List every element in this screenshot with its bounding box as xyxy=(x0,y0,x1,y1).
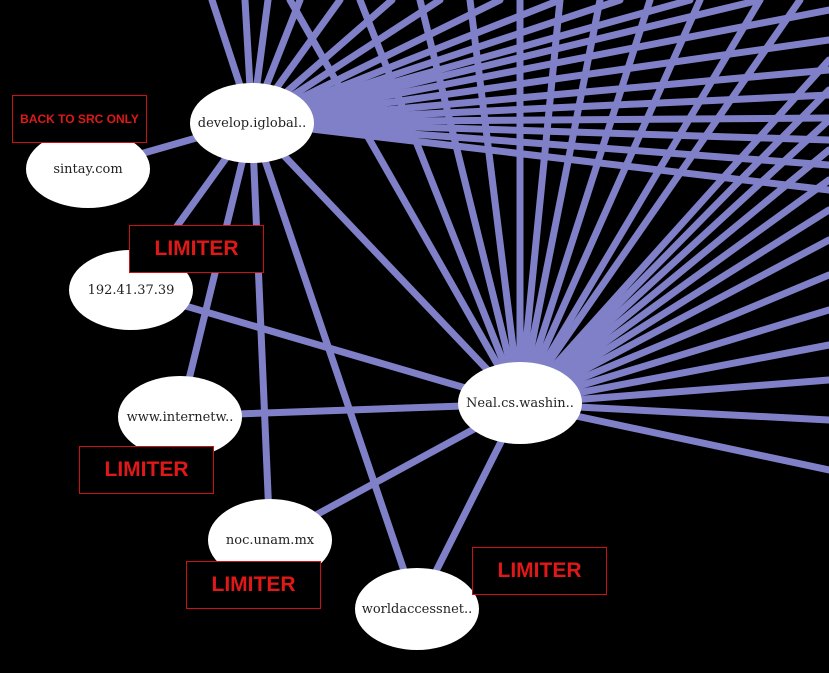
limiter-button-unam[interactable]: LIMITER xyxy=(186,561,321,609)
node-label: worldaccessnet.. xyxy=(361,601,473,617)
graph-edge xyxy=(127,286,524,408)
graph-edge xyxy=(516,0,604,408)
graph-edge xyxy=(248,114,829,126)
limiter-button-ip[interactable]: LIMITER xyxy=(129,225,264,273)
graph-edge xyxy=(516,0,804,408)
node-label: sintay.com xyxy=(53,161,123,177)
graph-edge xyxy=(248,66,829,126)
graph-edge xyxy=(248,118,421,613)
graph-edge xyxy=(516,206,829,408)
graph-edge xyxy=(516,0,764,408)
node-neal-cs-washin[interactable]: Neal.cs.washin.. xyxy=(458,362,582,444)
graph-edge xyxy=(516,236,829,408)
back-to-src-only-button[interactable]: BACK TO SRC ONLY xyxy=(12,95,147,143)
node-label: Neal.cs.washin.. xyxy=(466,395,574,411)
node-label: www.internetw.. xyxy=(126,409,234,425)
graph-edge xyxy=(516,0,704,408)
graph-edge xyxy=(286,0,524,408)
node-develop-iglobal[interactable]: develop.iglobal.. xyxy=(190,83,314,163)
node-label: noc.unam.mx xyxy=(225,532,315,548)
graph-edge xyxy=(248,118,829,169)
node-label: develop.iglobal.. xyxy=(197,115,307,131)
graph-edge xyxy=(516,86,829,408)
graph-edge xyxy=(248,118,524,408)
limiter-button-internetw[interactable]: LIMITER xyxy=(79,446,214,494)
node-worldaccessnet[interactable]: worldaccessnet.. xyxy=(355,568,479,650)
graph-edge xyxy=(516,116,829,408)
graph-edge xyxy=(356,0,524,408)
limiter-button-worldaccess[interactable]: LIMITER xyxy=(472,547,607,595)
graph-edge xyxy=(248,118,829,194)
graph-edge xyxy=(516,146,829,408)
node-label: 192.41.37.39 xyxy=(87,282,175,298)
graph-edge xyxy=(466,0,524,408)
graph-edge xyxy=(248,118,829,144)
graph-edge xyxy=(248,0,764,126)
graph-edge xyxy=(516,0,564,408)
graph-edge xyxy=(516,0,654,408)
graph-edge xyxy=(516,56,829,408)
graph-edge xyxy=(416,0,524,408)
graph-edge xyxy=(516,176,829,408)
